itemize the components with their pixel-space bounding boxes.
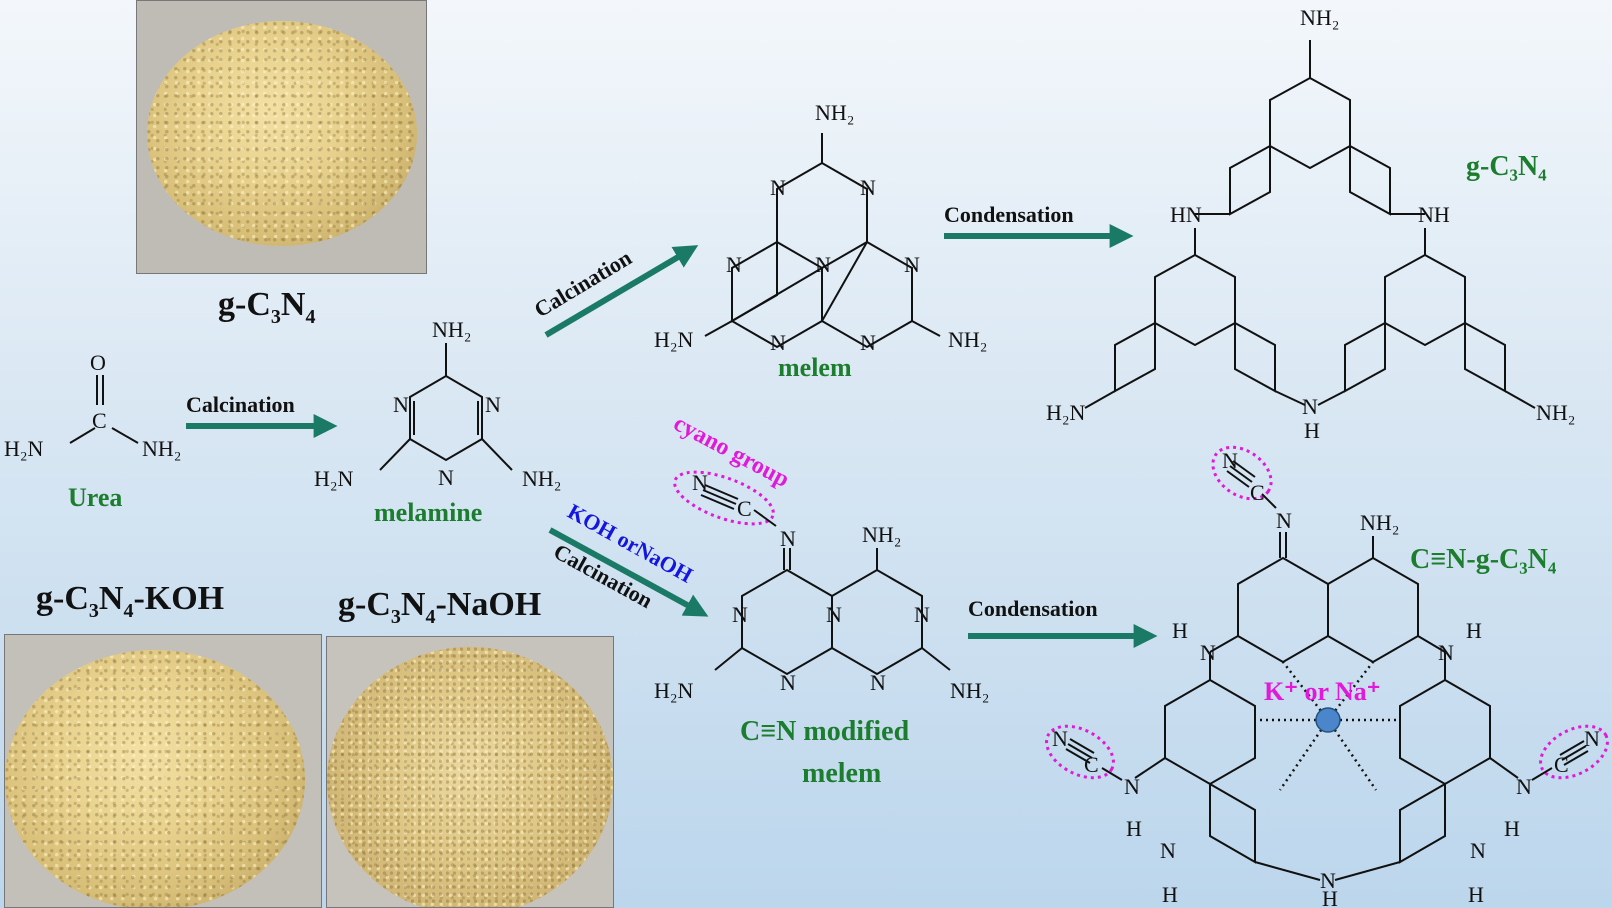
cngcn-c: C: [1084, 752, 1099, 777]
cngcn-h: H: [1172, 618, 1188, 643]
arrow-label-condensation-1: Condensation: [944, 202, 1074, 227]
melamine-n: N: [438, 465, 454, 490]
cn-melem-structure: [673, 470, 951, 676]
arrow-melamine-cn-melem: KOH orNaOH Calcination: [548, 499, 709, 617]
melamine-top-group: NH₂: [432, 317, 471, 342]
arrow-cn-melem-cngcn: Condensation: [968, 596, 1158, 648]
arrow-label-condensation-2: Condensation: [968, 596, 1098, 621]
cngcn-bottom-h: H: [1322, 886, 1338, 908]
cngcn-h: H: [1162, 882, 1178, 907]
cngcn-h: H: [1126, 816, 1142, 841]
cngcn-n: N: [1470, 838, 1486, 863]
cn-melem-name-line1: C≡N modified: [740, 716, 910, 747]
cngcn-n: N: [1160, 838, 1176, 863]
cn-melem-n: N: [826, 602, 842, 627]
urea-left-group: H₂N: [4, 436, 44, 461]
melem-n: N: [770, 330, 786, 355]
gcn-name: g-C₃N₄: [1466, 151, 1547, 182]
cn-melem-n: N: [870, 670, 886, 695]
cngcn-structure: [1045, 445, 1609, 881]
melem-name: melem: [778, 353, 852, 382]
arrow-urea-melamine: Calcination: [186, 392, 338, 438]
caption-g-c3n4-koh: g-C3N4-KOH: [36, 580, 225, 622]
cngcn-c: C: [1554, 752, 1569, 777]
cngcn-bottom-n: N: [1320, 868, 1336, 893]
melem-n: N: [770, 175, 786, 200]
melamine-name: melamine: [374, 498, 482, 527]
melem-n: N: [904, 252, 920, 277]
melem-right-group: NH₂: [948, 327, 987, 352]
gcn-structure: [1084, 40, 1536, 409]
cngcn-name: C≡N-g-C₃N₄: [1410, 544, 1557, 575]
cn-melem-n: N: [732, 602, 748, 627]
cn-melem-left-group: H₂N: [654, 678, 694, 703]
cngcn-h: H: [1504, 816, 1520, 841]
cngcn-c: C: [1250, 480, 1265, 505]
cngcn-n: N: [1124, 774, 1140, 799]
arrow-melem-gcn: Condensation: [944, 202, 1134, 248]
gcn-bridge-bottom-h: H: [1304, 418, 1320, 443]
melem-structure: [704, 133, 941, 349]
cngcn-n: N: [1222, 448, 1238, 473]
arrow-label-calcination-1: Calcination: [186, 392, 295, 417]
cn-melem-c: C: [737, 496, 752, 521]
cngcn-n: N: [1438, 640, 1454, 665]
cn-melem-n: N: [780, 670, 796, 695]
cn-melem-n: N: [914, 602, 930, 627]
caption-g-c3n4: g-C3N4: [218, 286, 316, 328]
melamine-right-group: NH₂: [522, 466, 561, 491]
gcn-bridge-right: NH: [1418, 202, 1450, 227]
metal-ion-sphere: [1315, 707, 1341, 733]
cngcn-n: N: [1200, 640, 1216, 665]
gcn-left-group: H₂N: [1046, 400, 1086, 425]
cngcn-top-group: NH₂: [1360, 510, 1399, 535]
photo-g-c3n4-naoh: [326, 636, 614, 908]
gcn-bridge-left: HN: [1170, 202, 1202, 227]
gcn-right-group: NH₂: [1536, 400, 1575, 425]
photo-g-c3n4-koh: [4, 634, 322, 908]
urea-c: C: [92, 408, 107, 433]
melamine-left-group: H₂N: [314, 466, 354, 491]
melem-n: N: [860, 175, 876, 200]
gcn-bridge-bottom: N: [1302, 394, 1318, 419]
arrow-melamine-melem: Calcination: [530, 245, 699, 338]
melem-top-group: NH₂: [815, 100, 854, 125]
melamine-structure: [379, 343, 513, 471]
melamine-n: N: [485, 392, 501, 417]
cngcn-h: H: [1466, 618, 1482, 643]
cngcn-n: N: [1052, 726, 1068, 751]
cngcn-h: H: [1468, 882, 1484, 907]
photo-g-c3n4: [136, 0, 427, 274]
urea-structure: O C H₂N NH₂ Urea: [4, 350, 181, 512]
melem-n: N: [815, 252, 831, 277]
melem-n: N: [726, 252, 742, 277]
urea-name: Urea: [68, 483, 122, 512]
urea-o: O: [90, 350, 106, 375]
gcn-top-group: NH₂: [1300, 5, 1339, 30]
cngcn-n: N: [1276, 508, 1292, 533]
cn-melem-n: N: [692, 470, 708, 495]
melem-n: N: [860, 330, 876, 355]
cn-melem-top-group: NH₂: [862, 522, 901, 547]
cyano-group-label: cyano group: [669, 410, 793, 493]
caption-g-c3n4-naoh: g-C3N4-NaOH: [338, 586, 542, 628]
urea-right-group: NH₂: [142, 436, 181, 461]
cngcn-n: N: [1584, 726, 1600, 751]
cn-melem-n: N: [780, 526, 796, 551]
cn-melem-name-line2: melem: [802, 758, 881, 789]
cn-melem-right-group: NH₂: [950, 678, 989, 703]
cngcn-n: N: [1516, 774, 1532, 799]
melem-left-group: H₂N: [654, 327, 694, 352]
ion-label: K⁺ or Na⁺: [1264, 677, 1381, 706]
melamine-n: N: [393, 392, 409, 417]
